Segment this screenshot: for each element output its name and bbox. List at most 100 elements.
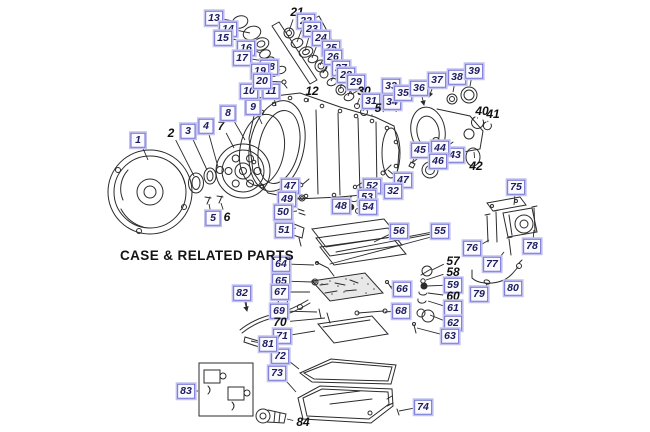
leader-line-59 <box>426 284 444 287</box>
callout-47-link[interactable]: 47 <box>394 172 412 188</box>
leader-line-3 <box>191 138 208 171</box>
leader-line-22 <box>296 28 303 43</box>
callout-59-link[interactable]: 59 <box>444 277 462 293</box>
callout-78-link[interactable]: 78 <box>523 238 541 254</box>
callout-83-link[interactable]: 83 <box>177 383 195 399</box>
pump-gasket-art <box>238 113 286 187</box>
callout-56-link[interactable]: 56 <box>390 223 408 239</box>
servo-parts-art <box>412 265 435 334</box>
callout-29-link[interactable]: 29 <box>347 74 365 90</box>
callout-1-link[interactable]: 1 <box>130 132 146 148</box>
leader-line-1 <box>142 147 149 161</box>
leader-line-62 <box>429 314 444 321</box>
callout-67-link[interactable]: 67 <box>271 284 289 300</box>
callout-60: 60 <box>446 289 460 303</box>
callout-50-link[interactable]: 50 <box>274 204 292 220</box>
callout-58: 58 <box>446 265 460 279</box>
callout-46-link[interactable]: 46 <box>429 153 447 169</box>
callout-49-link[interactable]: 49 <box>278 191 296 207</box>
callout-48-link[interactable]: 48 <box>332 198 350 214</box>
leader-line-21 <box>288 19 294 32</box>
callout-84: 84 <box>296 415 310 429</box>
leader-line-71 <box>291 330 316 336</box>
callout-37-link[interactable]: 37 <box>428 72 446 88</box>
callout-54-link[interactable]: 54 <box>359 199 377 215</box>
leader-line-63 <box>416 327 441 335</box>
leader-line-7 <box>225 132 235 149</box>
leader-line-36 <box>420 95 426 106</box>
callout-75-link[interactable]: 75 <box>507 179 525 195</box>
leader-line-28 <box>339 82 343 90</box>
callout-61-link[interactable]: 61 <box>444 300 462 316</box>
callout-40: 40 <box>475 104 489 118</box>
manual-shaft-parts-art <box>292 178 364 247</box>
filter-connector-art <box>255 408 287 424</box>
leader-line-14 <box>237 29 251 34</box>
callout-39-link[interactable]: 39 <box>465 63 483 79</box>
leader-line-45 <box>411 156 416 164</box>
spacer-plates-art <box>311 218 432 266</box>
diagram-title: CASE & RELATED PARTS <box>120 248 295 263</box>
callout-68-link[interactable]: 68 <box>392 303 410 319</box>
leader-line-11 <box>273 98 277 107</box>
callout-32-link[interactable]: 32 <box>384 183 402 199</box>
leader-line-4 <box>208 133 219 168</box>
callout-8-link[interactable]: 8 <box>220 105 236 121</box>
callout-44-link[interactable]: 44 <box>431 140 449 156</box>
leader-line-16 <box>255 50 261 54</box>
callout-13-link[interactable]: 13 <box>205 10 223 26</box>
callout-74-link[interactable]: 74 <box>414 399 432 415</box>
leader-line-52 <box>359 186 363 189</box>
leader-line-73 <box>283 378 297 393</box>
leader-line-56 <box>373 233 390 243</box>
oil-pan-art <box>297 358 400 424</box>
callout-17-link[interactable]: 17 <box>233 50 251 66</box>
callout-80-link[interactable]: 80 <box>504 280 522 296</box>
callout-4-link[interactable]: 4 <box>198 118 214 134</box>
callout-76-link[interactable]: 76 <box>463 240 481 256</box>
governor-assembly-art <box>471 196 538 285</box>
leader-line-61 <box>427 300 444 307</box>
callout-31-link[interactable]: 31 <box>362 93 380 109</box>
callout-5-link[interactable]: 5 <box>205 210 221 226</box>
callout-77-link[interactable]: 77 <box>483 256 501 272</box>
leader-line-75 <box>513 194 516 206</box>
leader-line-64 <box>290 263 315 266</box>
leader-line-30 <box>356 98 360 106</box>
leader-line-68 <box>384 311 392 313</box>
callout-66-link[interactable]: 66 <box>393 281 411 297</box>
callout-64-link[interactable]: 64 <box>272 256 290 272</box>
callout-38-link[interactable]: 38 <box>448 69 466 85</box>
callout-15-link[interactable]: 15 <box>214 30 232 46</box>
leader-line-60 <box>427 292 444 296</box>
callout-81-link[interactable]: 81 <box>259 336 277 352</box>
callout-79-link[interactable]: 79 <box>470 286 488 302</box>
leader-line-18 <box>278 68 281 71</box>
callout-72-link[interactable]: 72 <box>271 348 289 364</box>
valve-body-art <box>311 261 393 344</box>
callout-71-link[interactable]: 71 <box>273 328 291 344</box>
callout-20-link[interactable]: 20 <box>253 73 271 89</box>
leader-line-37 <box>428 87 434 98</box>
leader-line-26 <box>322 63 329 74</box>
converter-seals-art <box>188 166 224 205</box>
callout-63-link[interactable]: 63 <box>441 328 459 344</box>
callout-73-link[interactable]: 73 <box>268 365 286 381</box>
leader-line-8 <box>232 119 246 141</box>
callout-51-link[interactable]: 51 <box>275 222 293 238</box>
callout-36-link[interactable]: 36 <box>410 80 428 96</box>
callout-55-link[interactable]: 55 <box>431 223 449 239</box>
callout-69-link[interactable]: 69 <box>270 303 288 319</box>
leader-line-5 <box>208 203 211 211</box>
callout-3-link[interactable]: 3 <box>180 123 196 139</box>
callout-45-link[interactable]: 45 <box>411 142 429 158</box>
callout-9-link[interactable]: 9 <box>245 99 261 115</box>
callout-35-link[interactable]: 35 <box>394 85 412 101</box>
callout-12: 12 <box>305 84 319 98</box>
leader-line-9 <box>257 113 263 125</box>
callout-82-link[interactable]: 82 <box>233 285 251 301</box>
leader-line-69 <box>288 310 318 313</box>
